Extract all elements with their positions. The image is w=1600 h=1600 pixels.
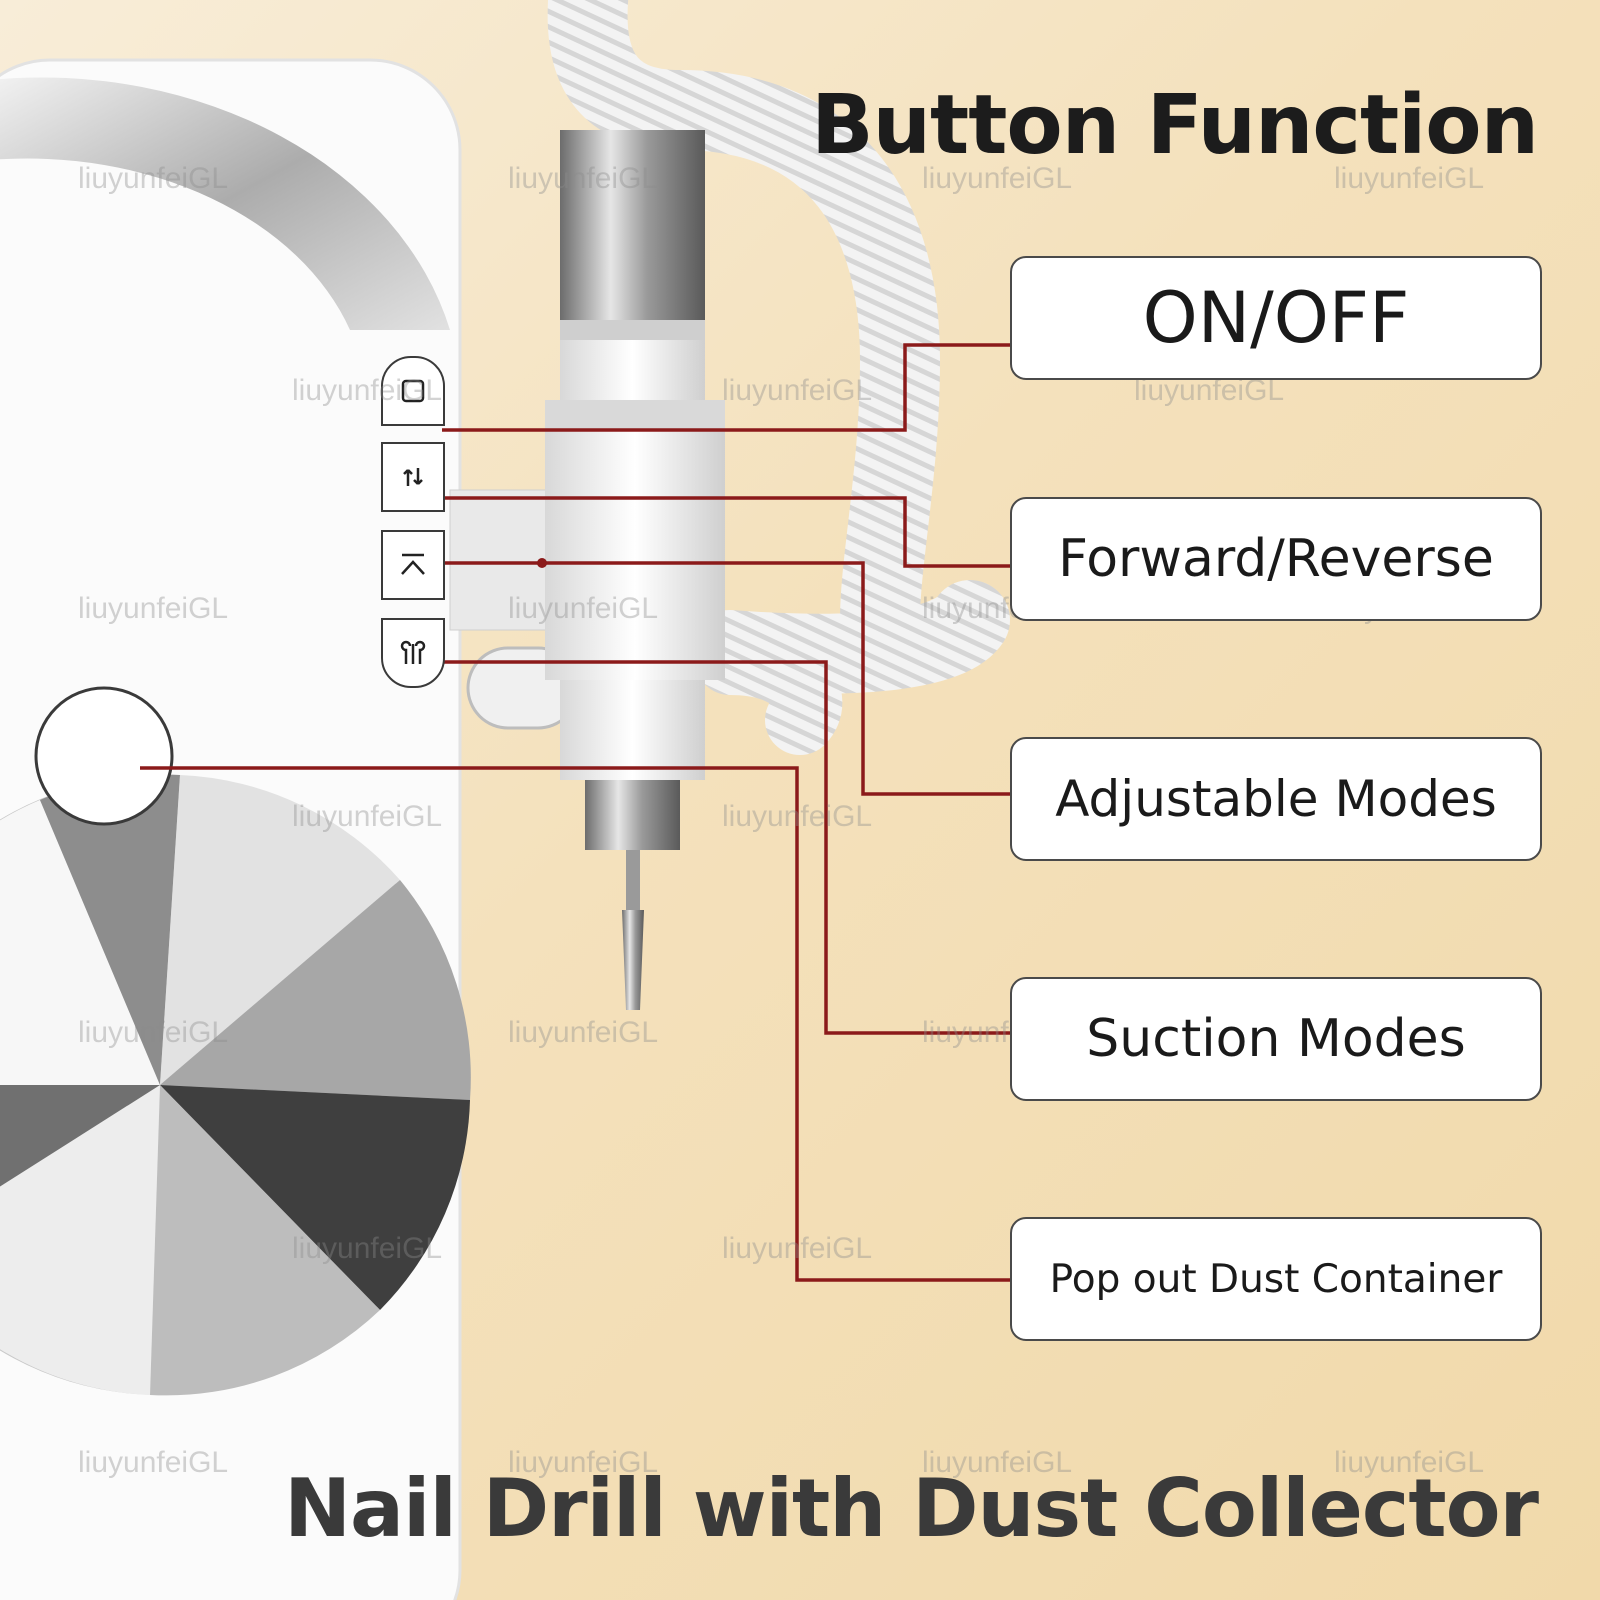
adjustable-modes-button[interactable] <box>381 530 445 600</box>
fan-icon <box>400 640 426 664</box>
page-subtitle: Nail Drill with Dust Collector <box>284 1462 1539 1555</box>
label-on-off-text: ON/OFF <box>1142 277 1410 359</box>
square-power-icon <box>401 379 425 403</box>
page-title: Button Function <box>811 78 1539 173</box>
label-suction-modes: Suction Modes <box>1010 977 1542 1101</box>
label-suction-modes-text: Suction Modes <box>1086 1009 1466 1069</box>
rotate-arrows-icon <box>403 468 423 486</box>
power-button[interactable] <box>381 356 445 426</box>
label-adjustable-modes-text: Adjustable Modes <box>1055 770 1497 828</box>
suction-modes-button[interactable] <box>381 618 445 688</box>
label-adjustable-modes: Adjustable Modes <box>1010 737 1542 861</box>
label-on-off: ON/OFF <box>1010 256 1542 380</box>
label-pop-out-text: Pop out Dust Container <box>1049 1256 1503 1302</box>
forward-reverse-button[interactable] <box>381 442 445 512</box>
label-pop-out-dust-container: Pop out Dust Container <box>1010 1217 1542 1341</box>
chevron-up-icon <box>401 553 425 575</box>
label-forward-reverse-text: Forward/Reverse <box>1058 529 1494 589</box>
label-forward-reverse: Forward/Reverse <box>1010 497 1542 621</box>
